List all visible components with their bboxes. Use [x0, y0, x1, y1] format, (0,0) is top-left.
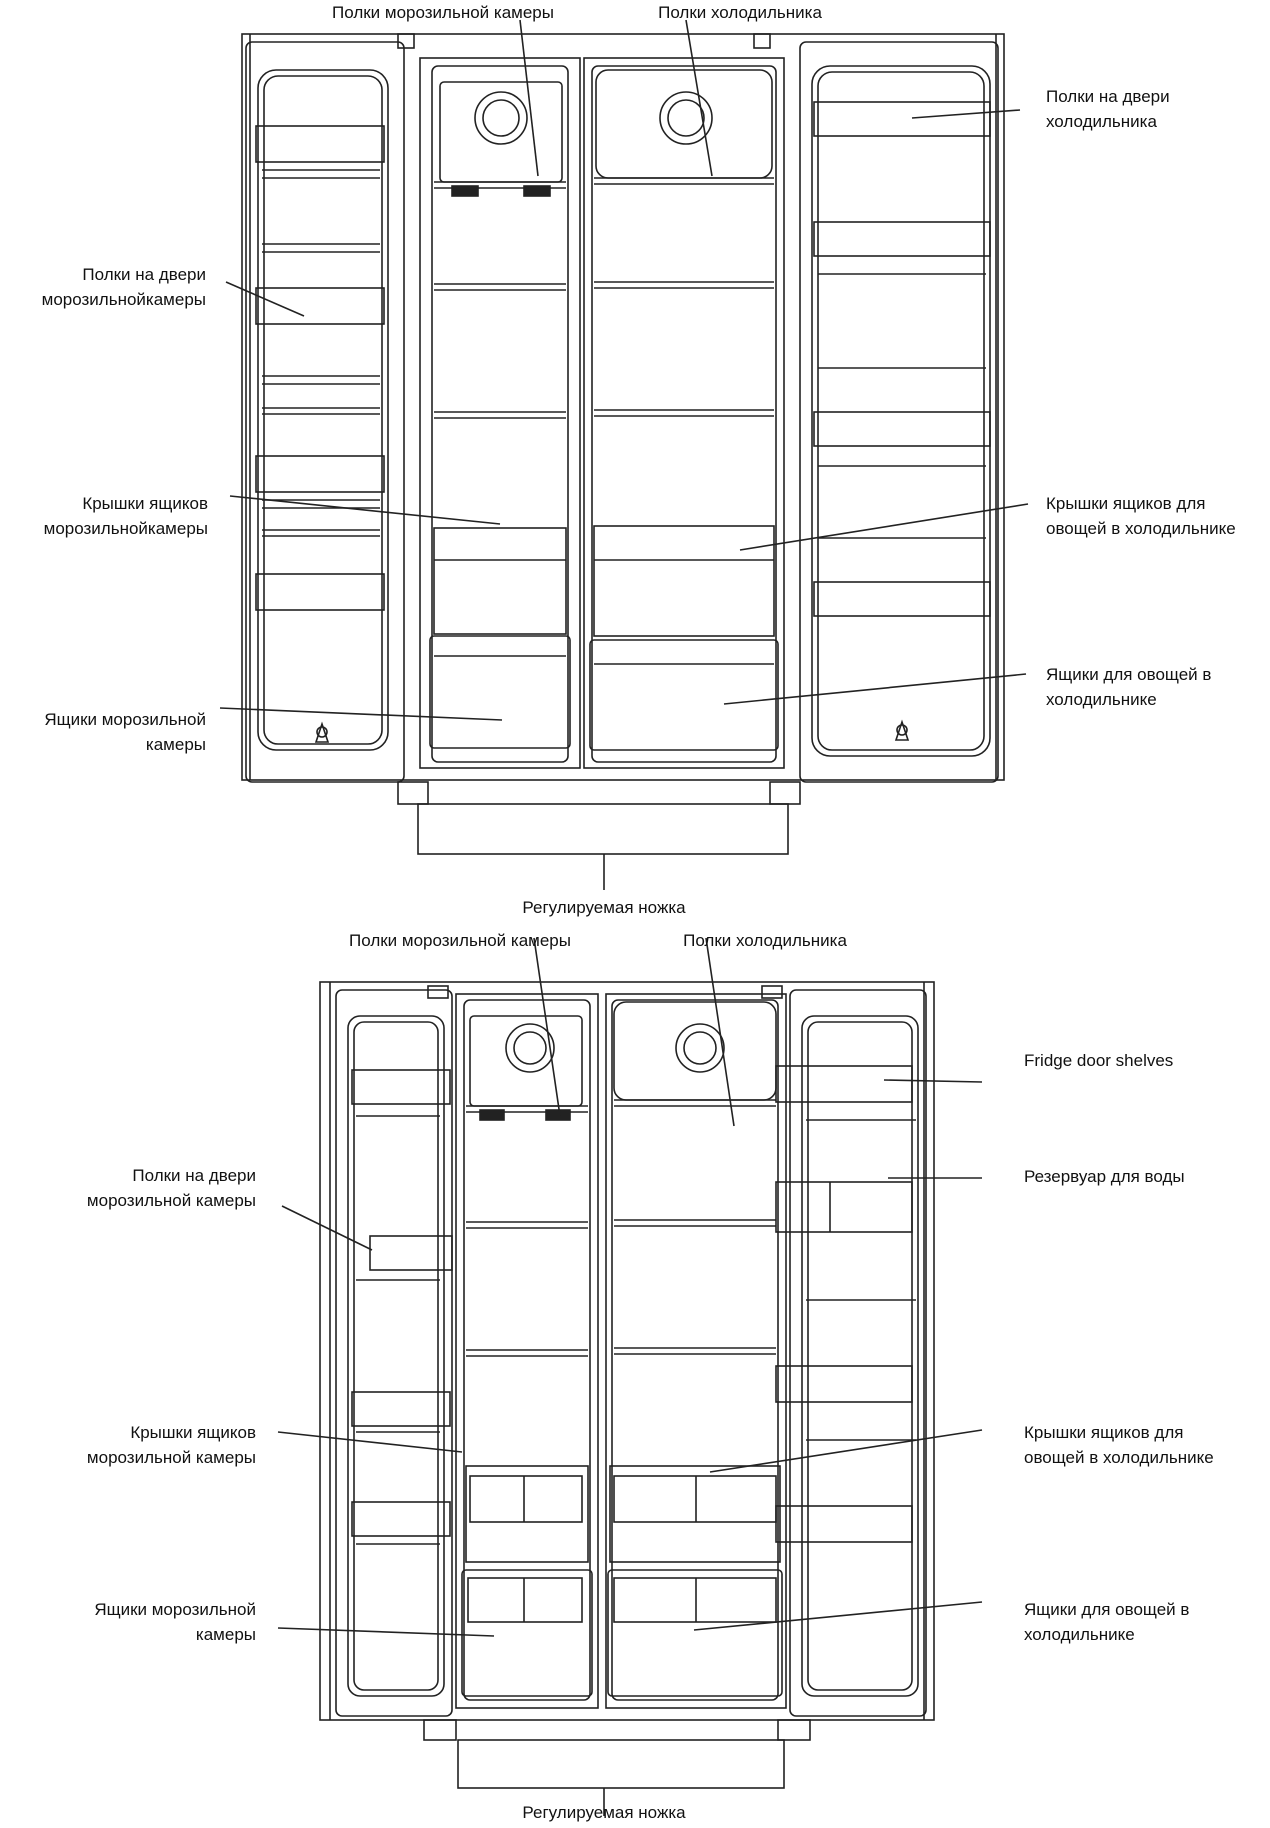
hinge-icon — [423, 1719, 457, 1741]
freezer-door-shelves — [351, 1069, 453, 1545]
fridge-compartment — [583, 57, 785, 769]
fridge-door — [799, 41, 999, 783]
hinge-icon — [397, 781, 429, 805]
freezer-door-shelves — [255, 125, 385, 611]
label-crispers: Ящики для овощей в холодильнике — [1024, 1600, 1190, 1644]
fridge-diagram-bottom — [277, 937, 983, 1816]
label-freezer-door-shelves: Полки на двери морозильнойкамеры — [41, 265, 206, 309]
freezer-compartment — [419, 57, 581, 769]
label-freezer-drawer-covers: Крышки ящиков морозильнойкамеры — [43, 494, 208, 538]
label-fridge-door-shelves: Fridge door shelves — [1024, 1051, 1174, 1070]
fan-icon — [675, 1023, 725, 1073]
hinge-icon — [753, 33, 771, 49]
label-crispers: Ящики для овощей в холодильнике — [1046, 665, 1212, 709]
fan-icon — [474, 91, 528, 145]
hinge-icon — [427, 985, 449, 999]
fridge-door-shelves — [813, 101, 991, 617]
crisper-drawers — [589, 525, 779, 751]
fan-icon — [505, 1023, 555, 1073]
label-fridge-shelves: Полки холодильника — [683, 931, 847, 950]
fridge-door — [789, 989, 927, 1717]
cabinet-outline — [241, 33, 1005, 781]
freezer-shelves — [466, 1105, 588, 1357]
adjustable-foot — [457, 1739, 785, 1789]
fridge-diagram-top — [219, 19, 1029, 890]
label-fridge-door-shelves: Полки на двери холодильника — [1046, 87, 1170, 131]
adjustable-foot — [417, 803, 789, 855]
water-tank — [775, 1181, 913, 1233]
fridge-door-shelves — [775, 1065, 916, 1543]
label-freezer-drawers: Ящики морозильной камеры — [94, 1600, 256, 1644]
label-freezer-door-shelves: Полки на двери морозильной камеры — [86, 1166, 256, 1210]
freezer-door — [335, 989, 453, 1717]
crisper-drawers — [607, 1465, 783, 1697]
freezer-door — [245, 41, 405, 783]
freezer-drawers — [461, 1465, 593, 1697]
label-freezer-drawers: Ящики морозильной камеры — [44, 710, 206, 754]
label-adjustable-foot: Регулируемая ножка — [522, 1803, 686, 1822]
fridge-compartment — [605, 993, 787, 1709]
drain-icon — [894, 719, 910, 741]
leader-lines — [277, 937, 983, 1637]
freezer-drawers — [429, 527, 571, 749]
label-freezer-shelves: Полки морозильной камеры — [349, 931, 571, 950]
drain-icon — [314, 721, 330, 743]
cabinet-outline — [319, 981, 935, 1721]
label-freezer-drawer-covers: Крышки ящиков морозильной камеры — [86, 1423, 256, 1467]
label-freezer-shelves: Полки морозильной камеры — [332, 3, 554, 22]
freezer-shelves — [434, 181, 566, 419]
leader-lines — [219, 19, 1029, 721]
fridge-shelves — [594, 177, 774, 417]
hinge-icon — [777, 1719, 811, 1741]
label-water-tank: Резервуар для воды — [1024, 1167, 1185, 1186]
freezer-compartment — [455, 993, 599, 1709]
label-crisper-covers: Крышки ящиков для овощей в холодильнике — [1024, 1423, 1214, 1467]
fridge-shelves — [614, 1099, 776, 1355]
hinge-icon — [397, 33, 415, 49]
hinge-icon — [761, 985, 783, 999]
label-adjustable-foot: Регулируемая ножка — [522, 898, 686, 917]
hinge-icon — [769, 781, 801, 805]
label-fridge-shelves: Полки холодильника — [658, 3, 822, 22]
fan-icon — [659, 91, 713, 145]
label-crisper-covers: Крышки ящиков для овощей в холодильнике — [1046, 494, 1236, 538]
